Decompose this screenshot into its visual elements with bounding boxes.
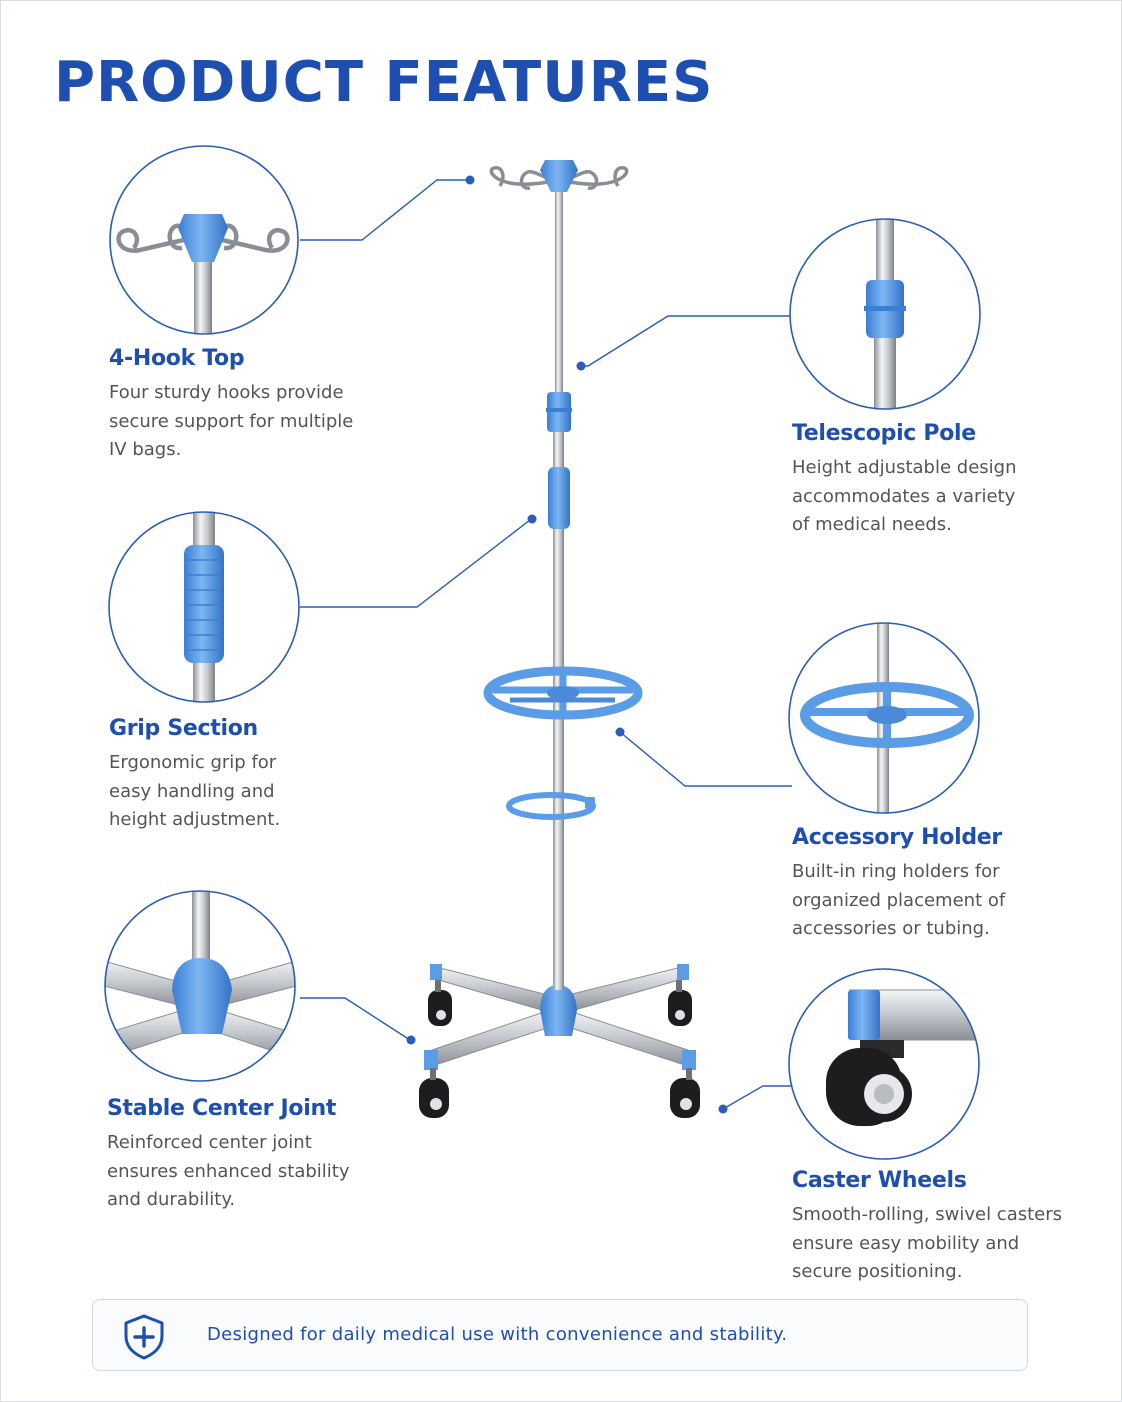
base-wheel: [419, 990, 700, 1118]
feature-accessory-holder: Accessory Holder Built-in ring holders f…: [792, 825, 1005, 944]
feature-title: Accessory Holder: [792, 825, 1002, 850]
feature-title: 4-Hook Top: [109, 346, 245, 371]
feature-description: Smooth-rolling, swivel casters ensure ea…: [792, 1204, 1063, 1282]
grip-sleeve: [548, 467, 570, 529]
detail-circle-caster: [788, 968, 980, 1160]
info-banner: Designed for daily medical use with conv…: [92, 1299, 1028, 1371]
detail-circle-grip: [108, 511, 300, 703]
feature-grip-section: Grip Section Ergonomic grip for easy han…: [109, 716, 280, 835]
iv-pole: [419, 160, 700, 1118]
connector-dots: [406, 175, 728, 1114]
feature-description: Reinforced center joint ensures enhanced…: [107, 1132, 350, 1210]
detail-circle-accessory: [788, 622, 980, 814]
detail-circle-center-joint: [104, 890, 296, 1082]
connector-center-joint: [300, 997, 411, 1041]
feature-telescopic-pole: Telescopic Pole Height adjustable design…: [792, 421, 1017, 540]
feature-description: Four sturdy hooks provide secure support…: [109, 382, 354, 460]
feature-description: Height adjustable design accommodates a …: [792, 457, 1017, 535]
feature-title: Grip Section: [109, 716, 258, 741]
feature-hook-top: 4-Hook Top Four sturdy hooks provide sec…: [109, 346, 353, 465]
feature-title: Caster Wheels: [792, 1168, 967, 1193]
hook-assembly: [489, 160, 629, 192]
feature-caster-wheels: Caster Wheels Smooth-rolling, swivel cas…: [792, 1168, 1062, 1287]
pole-base: [419, 964, 700, 1118]
feature-description: Built-in ring holders for organized plac…: [792, 861, 1006, 939]
feature-title: Stable Center Joint: [107, 1096, 337, 1121]
shield-plus-icon: [124, 1314, 164, 1360]
feature-description: Ergonomic grip for easy handling and hei…: [109, 752, 281, 830]
detail-circle-telescopic: [789, 218, 981, 410]
connector-grip: [300, 519, 531, 608]
connector-accessory: [619, 731, 792, 787]
connector-telescopic: [582, 315, 792, 367]
connector-hook-top: [300, 179, 468, 241]
accessory-ring: [506, 792, 596, 820]
connector-lines: [300, 179, 792, 1110]
banner-text: Designed for daily medical use with conv…: [207, 1324, 788, 1345]
connector-caster: [722, 1085, 792, 1110]
feature-center-joint: Stable Center Joint Reinforced center jo…: [107, 1096, 350, 1215]
accessory-tray: [483, 666, 643, 720]
feature-title: Telescopic Pole: [792, 421, 976, 446]
detail-circle-hook-top: [109, 145, 299, 335]
page-title: PRODUCT FEATURES: [54, 50, 714, 115]
